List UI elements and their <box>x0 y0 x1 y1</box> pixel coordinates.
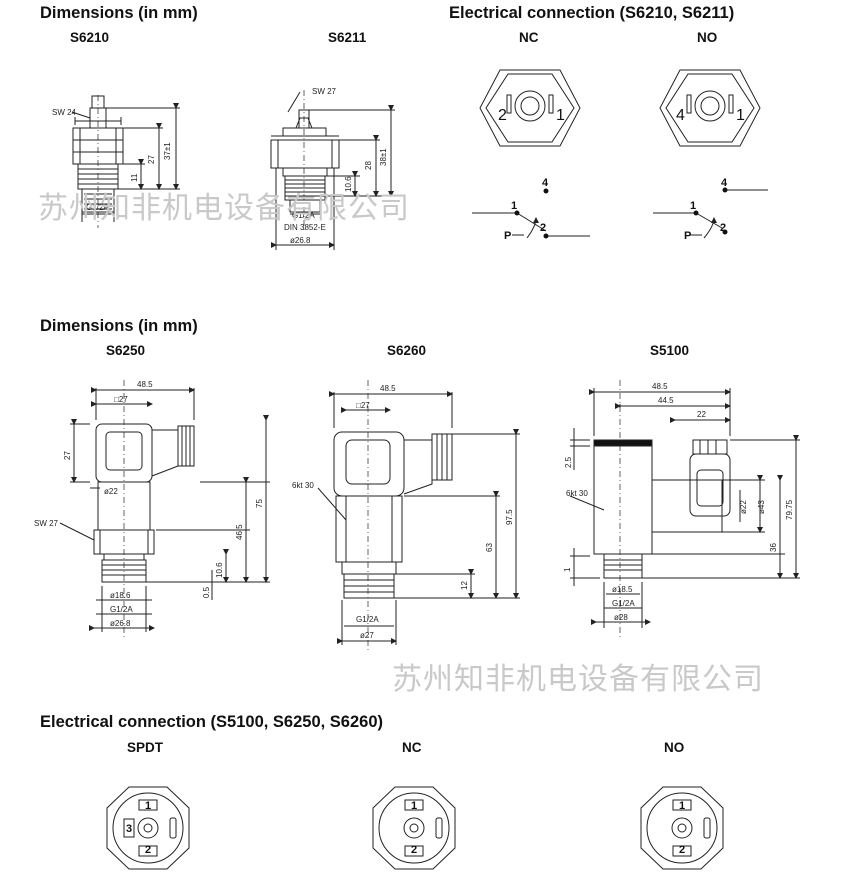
watermark-top: 苏州知非机电设备有限公司 <box>38 191 410 226</box>
dim-s6210-thread: G1/2A <box>86 203 109 212</box>
schematic-nc <box>472 212 590 239</box>
dim-s6211-dia: ø26.8 <box>290 236 311 245</box>
watermark-bottom: 苏州知非机电设备有限公司 <box>392 662 764 697</box>
drawing-s6211 <box>270 90 395 250</box>
schematic-no <box>653 189 768 239</box>
connector-bottom-spdt <box>106 786 190 870</box>
connector-bottom-no <box>640 786 724 870</box>
no-terminal-2: 2 <box>679 844 685 856</box>
contact-label-spdt: SPDT <box>127 740 164 755</box>
dim-s6250-dia: ø26.8 <box>110 619 131 628</box>
model-label-s6250: S6250 <box>106 343 146 358</box>
dim-s6210-h-total: 37±1 <box>163 142 172 160</box>
contact-label-no-top: NO <box>697 30 718 45</box>
terminal-top-no-left: 4 <box>676 107 685 124</box>
dim-s6260-square: □27 <box>356 401 370 410</box>
model-label-s6260: S6260 <box>387 343 427 358</box>
dim-s6250-h-body: 46.5 <box>235 524 244 540</box>
dim-s5100-d1: ø22 <box>739 500 748 514</box>
model-label-s6211: S6211 <box>328 30 367 45</box>
dim-s5100-d3: ø18.5 <box>612 585 633 594</box>
dim-s5100-d2: ø43 <box>757 500 766 514</box>
dim-s6260-thread: G1/2A <box>356 615 379 624</box>
section-title-dimensions-top: Dimensions (in mm) <box>40 4 198 22</box>
drawing-s6210 <box>71 95 180 228</box>
dim-s6250-h-thread: 10.6 <box>215 562 224 578</box>
dim-s5100-width-mid: 44.5 <box>658 396 674 405</box>
contact-label-nc-bottom: NC <box>402 740 422 755</box>
drawing-s6260 <box>317 380 520 650</box>
terminal-top-no-right: 1 <box>736 107 745 124</box>
dim-s5100-h-total: 79.75 <box>785 499 794 520</box>
dim-s5100-dia: ø28 <box>614 613 628 622</box>
dim-s6250-h-total: 75 <box>255 499 264 508</box>
dim-s6211-h-total: 38±1 <box>379 148 388 166</box>
dim-s5100-h-thread: 1 <box>563 567 572 572</box>
dim-s6211-thread: G1/2A <box>292 211 315 220</box>
spdt-terminal-1: 1 <box>145 800 151 812</box>
dim-s6211-din: DIN 3852-E <box>284 223 326 232</box>
dim-s5100-width-small: 22 <box>697 410 706 419</box>
section-title-electrical-bottom: Electrical connection (S5100, S6250, S62… <box>40 713 384 731</box>
dim-s5100-h-top: 2.5 <box>564 456 573 468</box>
section-title-electrical-top: Electrical connection (S6210, S6211) <box>449 4 735 22</box>
nc-terminal-2: 2 <box>411 844 417 856</box>
dim-s6250-thread: G1/2A <box>110 605 133 614</box>
schem-nc-terminal-2: 2 <box>540 222 546 234</box>
dim-s6250-h-top: 27 <box>63 451 72 460</box>
model-label-s5100: S5100 <box>650 343 690 358</box>
dim-s6250-d1: ø22 <box>104 487 118 496</box>
contact-label-nc-top: NC <box>519 30 539 45</box>
schem-no-terminal-2: 2 <box>720 222 726 234</box>
dim-s6260-h-thread: 12 <box>460 581 469 590</box>
contact-label-no-bottom: NO <box>664 740 685 755</box>
schem-no-pressure: P <box>684 230 691 242</box>
dim-s6250-width: 48.5 <box>137 380 153 389</box>
drawing-s6250 <box>59 380 270 640</box>
dim-s5100-thread: G1/2A <box>612 599 635 608</box>
spdt-terminal-2: 2 <box>145 844 151 856</box>
schem-nc-terminal-4: 4 <box>542 177 549 189</box>
spdt-terminal-3: 3 <box>126 823 132 835</box>
dim-s5100-h-body: 36 <box>769 543 778 552</box>
nc-terminal-1: 1 <box>411 800 417 812</box>
dim-s6260-h-total: 97.5 <box>505 509 514 525</box>
connector-top-no <box>659 69 761 147</box>
drawing-s5100 <box>569 380 800 640</box>
dim-s6260-hex: 6kt 30 <box>292 481 314 490</box>
terminal-top-nc-right: 1 <box>556 107 565 124</box>
dim-s6210-h-body: 27 <box>147 155 156 164</box>
dim-s6211-h-body: 28 <box>364 161 373 170</box>
no-terminal-1: 1 <box>679 800 685 812</box>
dim-s6211-h-thread: 10.6 <box>344 176 353 192</box>
connector-bottom-nc <box>372 786 456 870</box>
dim-s6260-width: 48.5 <box>380 384 396 393</box>
dim-s6210-sw: SW 24 <box>52 108 77 117</box>
dim-s5100-width: 48.5 <box>652 382 668 391</box>
connector-top-nc <box>479 69 581 147</box>
schem-no-terminal-4: 4 <box>721 177 728 189</box>
dim-s5100-hex: 6kt 30 <box>566 489 588 498</box>
section-title-dimensions-mid: Dimensions (in mm) <box>40 317 198 335</box>
dim-s6250-square: □27 <box>114 395 128 404</box>
dim-s6210-h-thread: 11 <box>130 173 139 182</box>
dim-s6250-d2: ø18.6 <box>110 591 131 600</box>
dim-s6260-dia: ø27 <box>360 631 374 640</box>
dim-s6260-h-body: 63 <box>485 543 494 552</box>
dim-s6211-sw: SW 27 <box>312 87 337 96</box>
schem-no-terminal-1: 1 <box>690 200 696 212</box>
schem-nc-pressure: P <box>504 230 511 242</box>
schem-nc-terminal-1: 1 <box>511 200 517 212</box>
dim-s6250-h-small: 0.5 <box>202 586 211 598</box>
terminal-top-nc-left: 2 <box>498 107 507 124</box>
dim-s6250-sw: SW 27 <box>34 519 59 528</box>
model-label-s6210: S6210 <box>70 30 110 45</box>
